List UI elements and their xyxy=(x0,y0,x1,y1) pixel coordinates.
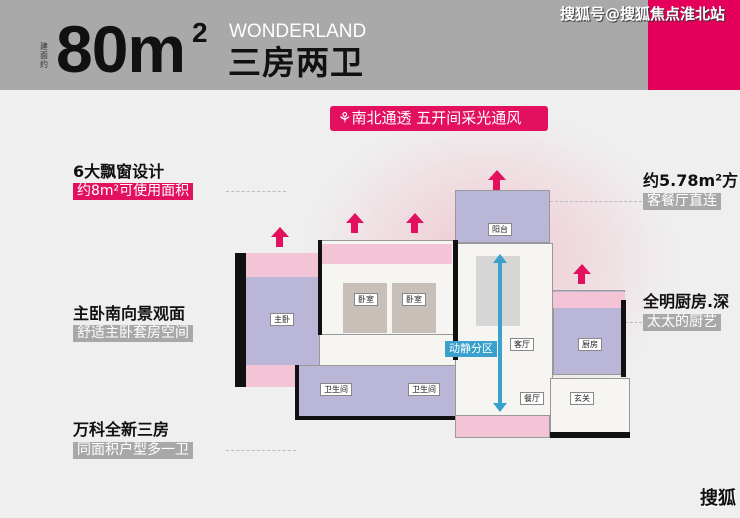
feature-tag: 客餐厅直连 xyxy=(643,193,721,210)
ventilation-arrow-icon xyxy=(346,213,364,233)
bay-window xyxy=(246,253,320,277)
watermark-bottom: 搜狐 xyxy=(700,488,736,509)
arrow-up-icon xyxy=(493,254,507,263)
wall xyxy=(550,432,630,438)
ventilation-arrow-icon xyxy=(271,227,289,247)
ventilation-arrow-icon xyxy=(406,213,424,233)
feature-tag: 太太的厨艺 xyxy=(643,314,721,331)
watermark-top: 搜狐号@搜狐焦点淮北站 xyxy=(560,5,726,23)
room-label: 卫生间 xyxy=(408,383,440,396)
room-label: 卫生间 xyxy=(320,383,352,396)
wall xyxy=(295,365,299,420)
bed xyxy=(392,283,436,333)
arrow-down-icon xyxy=(493,403,507,412)
feature-title: 万科全新三房 xyxy=(73,420,170,439)
room-label: 餐厅 xyxy=(520,392,544,405)
wall xyxy=(453,240,458,360)
room-label: 玄关 xyxy=(570,392,594,405)
room-label: 厨房 xyxy=(578,338,602,351)
room-label: 客厅 xyxy=(510,338,534,351)
bed xyxy=(343,283,387,333)
room-label: 主卧 xyxy=(270,313,294,326)
ventilation-arrow-icon xyxy=(488,170,506,190)
room-label: 卧室 xyxy=(354,293,378,306)
wall xyxy=(318,240,322,335)
room-label: 阳台 xyxy=(488,223,512,236)
ventilation-arrow-icon xyxy=(573,264,591,284)
area-value: 80m xyxy=(56,12,186,86)
bay-window xyxy=(553,292,625,308)
wall xyxy=(295,416,460,420)
brand-subtitle: WONDERLAND xyxy=(229,21,367,42)
leader-line xyxy=(226,191,286,192)
feature-title: 约5.78m²方 xyxy=(643,171,739,190)
pink-corner-block xyxy=(648,0,740,90)
feature-title: 主卧南向景观面 xyxy=(73,304,186,323)
feature-tag: 约8m²可使用面积 xyxy=(73,183,194,200)
leader-line xyxy=(226,450,296,451)
header-band xyxy=(0,0,740,90)
bay-window xyxy=(246,365,296,387)
zone-label: 动静分区 xyxy=(445,341,497,357)
bay-window xyxy=(322,244,452,264)
bay-window xyxy=(455,415,550,438)
feature-title: 6大飘窗设计 xyxy=(73,162,165,181)
room-label: 卧室 xyxy=(402,293,426,306)
feature-tag: 同面积户型多一卫 xyxy=(73,442,193,459)
ventilation-banner: ⚘南北通透 五开间采光通风 xyxy=(330,106,548,131)
entrance xyxy=(550,378,630,438)
leader-line xyxy=(550,201,642,202)
area-superscript: 2 xyxy=(192,17,208,48)
area-prefix: 建面约 xyxy=(40,42,48,69)
leader-line xyxy=(625,322,642,323)
feature-tag: 舒适主卧套房空间 xyxy=(73,325,193,342)
zone-divider-arrow xyxy=(498,262,502,404)
feature-title: 全明厨房.深 xyxy=(643,292,730,311)
wall xyxy=(235,253,246,387)
wall xyxy=(621,300,626,377)
layout-title: 三房两卫 xyxy=(228,43,364,82)
